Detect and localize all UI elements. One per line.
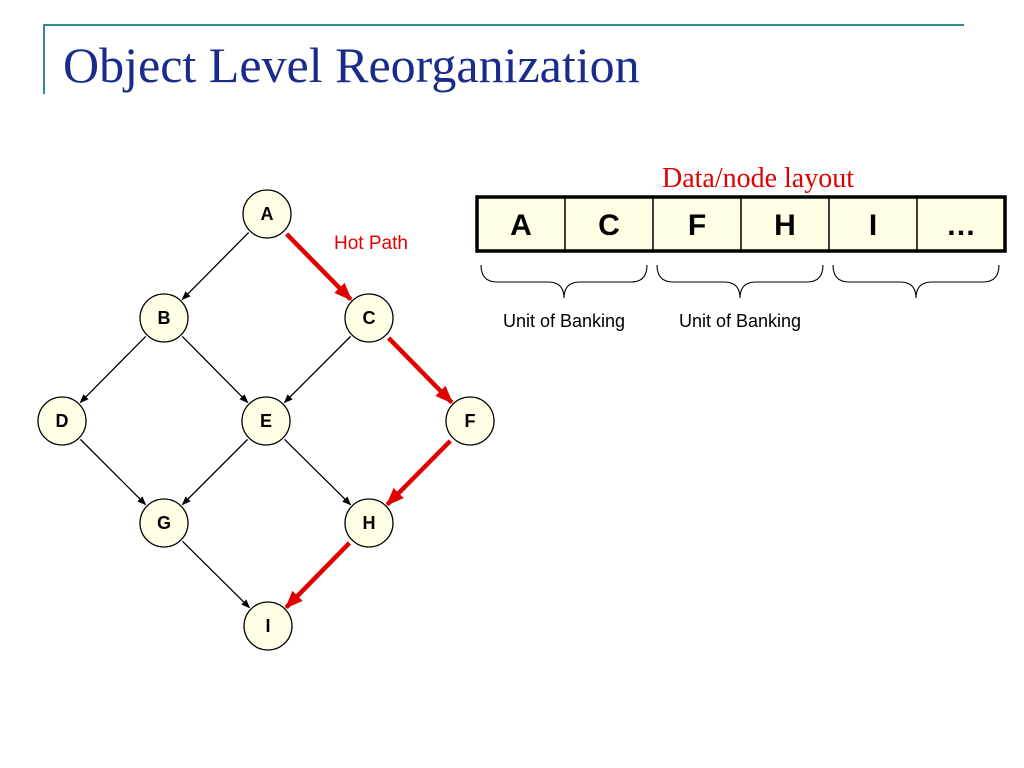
graph-nodes: A B C D E F G H I (37, 189, 495, 651)
layout-cell: I (869, 209, 877, 242)
node-label: E (260, 411, 272, 431)
node-a: A (242, 189, 292, 239)
edge-h-i-hot-path (284, 541, 352, 610)
node-circle (139, 293, 189, 343)
node-circle (139, 498, 189, 548)
node-circle (37, 396, 87, 446)
node-label: B (158, 308, 171, 328)
node-label: C (363, 308, 376, 328)
edge-c-e (283, 335, 352, 404)
node-label: I (265, 616, 270, 636)
node-g: G (139, 498, 189, 548)
node-b: B (139, 293, 189, 343)
layout-cell: C (598, 209, 620, 242)
layout-bank-braces: Unit of Banking Unit of Banking (480, 264, 1000, 331)
node-c: C (344, 293, 394, 343)
brace-icon (656, 264, 824, 299)
node-circle (445, 396, 495, 446)
slide-frame-top-rule (43, 24, 964, 26)
edge-e-h (284, 438, 352, 506)
edge-a-c-hot-path (284, 232, 353, 302)
slide-title: Object Level Reorganization (63, 37, 640, 93)
edge-b-e (181, 336, 249, 404)
bank-brace: Unit of Banking (656, 264, 824, 331)
node-label: D (56, 411, 69, 431)
node-circle (242, 189, 292, 239)
bank-brace (832, 264, 1000, 299)
node-label: G (157, 513, 171, 533)
node-circle (243, 601, 293, 651)
edge-b-d (79, 336, 147, 404)
hot-path-label: Hot Path (334, 233, 408, 254)
graph-edges (79, 232, 454, 610)
layout-cell: … (946, 209, 976, 242)
node-label: H (363, 513, 376, 533)
slide-frame-left-rule (43, 24, 45, 94)
edge-e-g (181, 438, 249, 506)
edge-a-b (181, 232, 250, 301)
node-circle (241, 396, 291, 446)
node-h: H (344, 498, 394, 548)
edge-d-g (79, 438, 147, 506)
layout-cell: F (688, 209, 706, 242)
bank-label: Unit of Banking (503, 311, 625, 331)
node-f: F (445, 396, 495, 446)
node-label: A (261, 204, 274, 224)
node-label: F (465, 411, 476, 431)
layout-cell: H (774, 209, 796, 242)
node-circle (344, 498, 394, 548)
bank-brace: Unit of Banking (480, 264, 648, 331)
layout-caption: Data/node layout (662, 163, 854, 194)
edge-f-h-hot-path (385, 439, 452, 507)
node-i: I (243, 601, 293, 651)
node-d: D (37, 396, 87, 446)
layout-cell: A (510, 209, 532, 242)
edge-g-i (182, 540, 251, 609)
brace-icon (832, 264, 1000, 299)
edge-c-f-hot-path (386, 336, 454, 405)
node-e: E (241, 396, 291, 446)
bank-label: Unit of Banking (679, 311, 801, 331)
brace-icon (480, 264, 648, 299)
layout-cells: A C F H I … (475, 195, 1007, 253)
node-circle (344, 293, 394, 343)
